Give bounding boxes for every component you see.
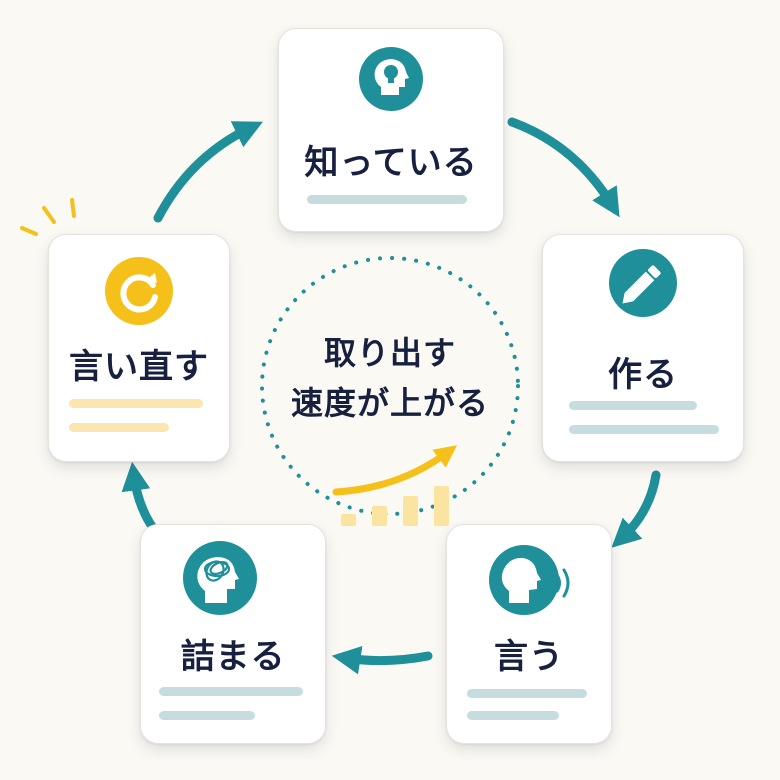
sound-waves-icon — [555, 568, 570, 598]
arrow-rephrase-to-know — [153, 121, 263, 223]
center-label: 取り出す 速度が上がる — [262, 320, 518, 430]
card-make: 作る — [542, 234, 744, 462]
card-rephrase: 言い直す — [48, 234, 230, 462]
placeholder-line — [159, 687, 303, 696]
card-label: 作る — [608, 355, 678, 395]
card-stuck: 詰まる — [140, 524, 326, 744]
pencil-icon — [609, 249, 677, 317]
placeholder-line — [69, 399, 203, 408]
arrow-say-to-stuck — [331, 645, 433, 675]
card-know: 知っている — [278, 28, 504, 232]
tangled-head-icon — [183, 541, 257, 615]
placeholder-line — [467, 689, 587, 698]
growth-bar — [341, 514, 356, 526]
arrow-stuck-to-rephrase — [121, 461, 158, 533]
speaking-head-icon — [489, 545, 559, 615]
rising-arrow-icon — [332, 445, 457, 496]
lightbulb-head-icon — [359, 47, 423, 111]
placeholder-line — [159, 711, 255, 720]
placeholder-line — [467, 711, 559, 720]
card-label: 言う — [494, 637, 564, 677]
arrow-know-to-make — [507, 117, 620, 218]
refresh-icon — [105, 257, 173, 325]
card-label: 知っている — [304, 143, 478, 183]
placeholder-line — [69, 423, 169, 432]
center-line-2: 速度が上がる — [290, 384, 489, 422]
placeholder-line — [569, 401, 697, 410]
growth-bar — [403, 496, 418, 526]
placeholder-line — [569, 425, 719, 434]
placeholder-line — [307, 195, 467, 204]
center-line-1: 取り出す — [323, 334, 456, 372]
growth-bar — [434, 486, 449, 526]
card-label: 詰まる — [180, 637, 286, 677]
sparkle-icon — [20, 198, 76, 236]
card-label: 言い直す — [69, 347, 209, 387]
card-say: 言う — [446, 524, 612, 744]
dotted-circle — [260, 256, 520, 516]
growth-bar — [372, 506, 387, 526]
arrow-make-to-say — [611, 470, 661, 548]
